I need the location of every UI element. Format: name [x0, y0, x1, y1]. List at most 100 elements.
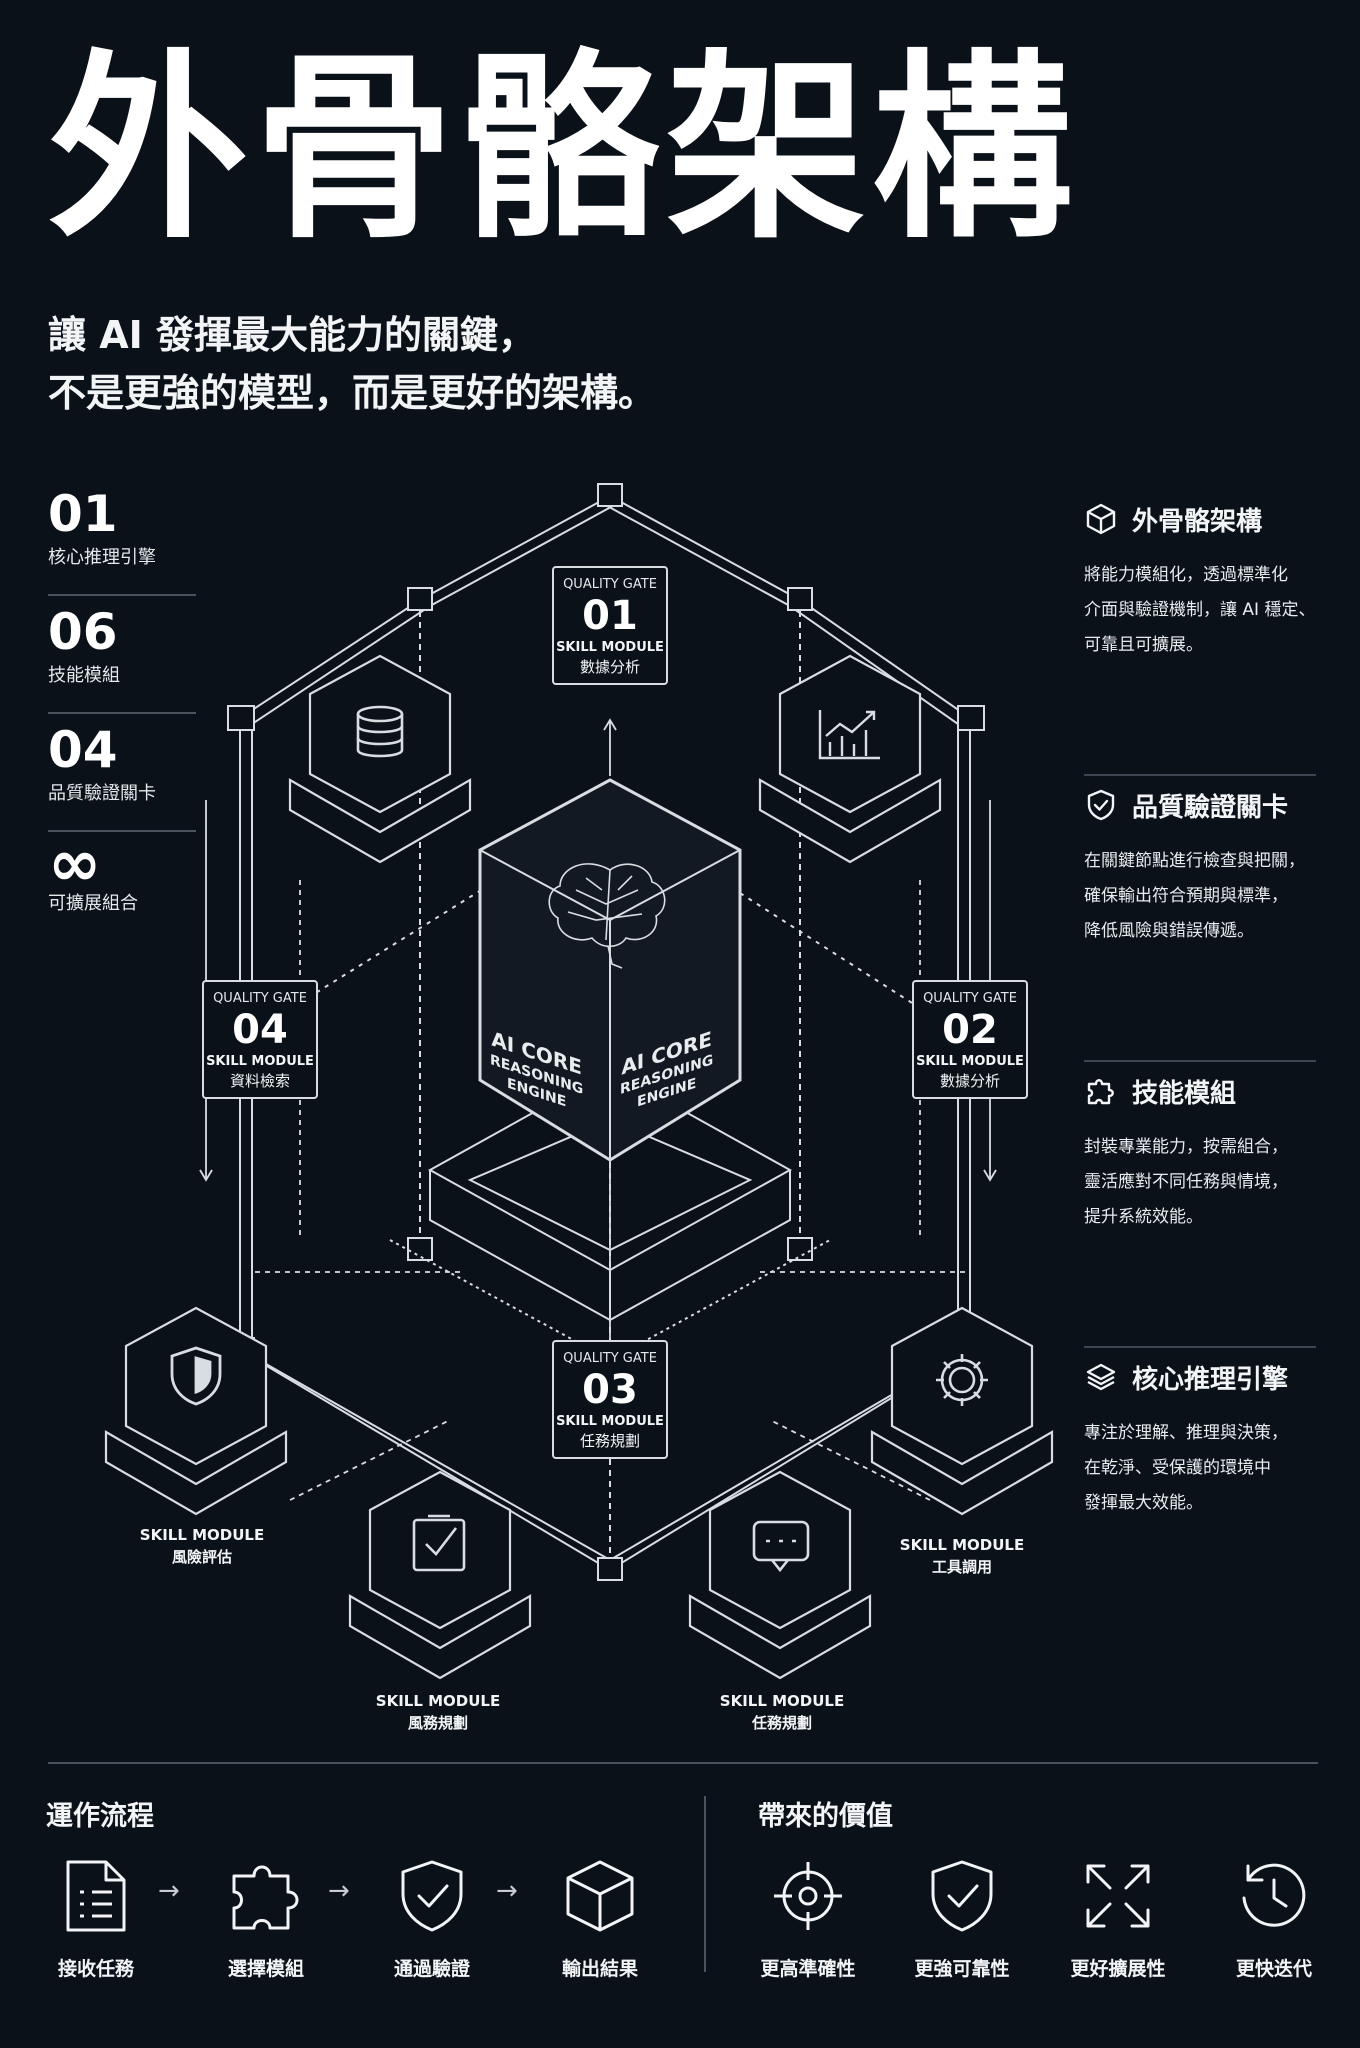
- gate-name: 數據分析: [579, 658, 640, 676]
- module-name: 工具調用: [931, 1558, 992, 1576]
- features-panel: 外骨骼架構 將能力模組化，透過標準化 介面與驗證機制，讓 AI 穩定、 可靠且可…: [1084, 490, 1316, 1634]
- workflow-arrow: →: [496, 1876, 518, 1906]
- workflow-arrow: →: [328, 1876, 350, 1906]
- value-label: 更高準確性: [760, 1958, 856, 1980]
- brain-icon: [548, 863, 666, 969]
- puzzle-icon: [1084, 1074, 1118, 1108]
- feature-description: 封裝專業能力，按需組合， 靈活應對不同任務與情境， 提升系統效能。: [1084, 1130, 1316, 1235]
- values-title: 帶來的價值: [758, 1801, 893, 1832]
- module-type: SKILL MODULE: [719, 1692, 845, 1710]
- feature-desc-line: 介面與驗證機制，讓 AI 穩定、: [1084, 600, 1316, 620]
- module-label-planning: SKILL MODULE 風務規劃: [368, 1690, 508, 1734]
- module-name: 風務規劃: [407, 1714, 468, 1732]
- cube-icon: [530, 1858, 670, 1934]
- shield-check-icon: [1084, 788, 1118, 822]
- workflow-step-output: 輸出結果: [530, 1858, 670, 1981]
- layers-icon: [1084, 1360, 1118, 1394]
- feature-desc-line: 確保輸出符合預期與標準，: [1084, 886, 1288, 906]
- workflow-step-label: 接收任務: [57, 1958, 134, 1980]
- value-label: 更好擴展性: [1070, 1958, 1166, 1980]
- checklist-icon: [412, 1514, 466, 1572]
- gate-number: 01: [582, 593, 638, 639]
- gate-title: QUALITY GATE: [213, 991, 307, 1006]
- value-iteration: 更快迭代: [1204, 1858, 1344, 1981]
- quality-gate-04: QUALITY GATE 04 SKILL MODULE 資料檢索: [202, 980, 318, 1099]
- stat-value: ∞: [48, 827, 102, 901]
- workflow-step-verify: 通過驗證: [362, 1858, 502, 1981]
- database-icon: [356, 705, 404, 758]
- value-reliability: 更強可靠性: [892, 1858, 1032, 1981]
- quality-gate-03: QUALITY GATE 03 SKILL MODULE 任務規劃: [552, 1340, 668, 1459]
- feature-description: 在關鍵節點進行檢查與把關， 確保輸出符合預期與標準， 降低風險與錯誤傳遞。: [1084, 844, 1316, 949]
- document-icon: [26, 1858, 166, 1934]
- target-icon: [738, 1858, 878, 1934]
- value-scalability: 更好擴展性: [1048, 1858, 1188, 1981]
- architecture-diagram: AI CORE REASONING ENGINE AI CORE REASONI…: [90, 480, 1080, 1750]
- value-label: 更強可靠性: [914, 1958, 1010, 1980]
- module-label-tools: SKILL MODULE 工具調用: [892, 1534, 1032, 1578]
- cube-icon: [1084, 502, 1118, 536]
- stat-quality-gates: 04 品質驗證關卡: [48, 714, 196, 832]
- stat-label: 核心推理引擎: [48, 547, 156, 568]
- workflow-title: 運作流程: [46, 1801, 154, 1832]
- module-type: SKILL MODULE: [139, 1526, 265, 1544]
- stat-value: 06: [48, 603, 118, 661]
- feature-desc-line: 在關鍵節點進行檢查與把關，: [1084, 851, 1305, 871]
- gate-module: SKILL MODULE: [916, 1054, 1024, 1069]
- module-label-risk: SKILL MODULE 風險評估: [132, 1524, 272, 1568]
- feature-title: 外骨骼架構: [1132, 506, 1263, 537]
- stat-value: 01: [48, 485, 118, 543]
- core-crystal: [478, 778, 742, 1162]
- workflow-step-select: 選擇模組: [196, 1858, 336, 1981]
- gate-title: QUALITY GATE: [563, 577, 657, 592]
- feature-skill-modules: 技能模組 封裝專業能力，按需組合， 靈活應對不同任務與情境， 提升系統效能。: [1084, 1062, 1316, 1348]
- gear-icon: [936, 1354, 988, 1406]
- feature-core-engine: 核心推理引擎 專注於理解、推理與決策， 在乾淨、受保護的環境中 發揮最大效能。: [1084, 1348, 1316, 1634]
- feature-desc-line: 降低風險與錯誤傳遞。: [1084, 921, 1254, 941]
- shield-check-icon: [892, 1858, 1032, 1934]
- gate-name: 任務規劃: [579, 1432, 640, 1450]
- gate-module: SKILL MODULE: [556, 640, 664, 655]
- gate-number: 03: [582, 1367, 638, 1413]
- gate-number: 04: [232, 1007, 288, 1053]
- feature-description: 將能力模組化，透過標準化 介面與驗證機制，讓 AI 穩定、 可靠且可擴展。: [1084, 558, 1316, 663]
- feature-desc-line: 將能力模組化，透過標準化: [1084, 565, 1288, 585]
- stat-label: 技能模組: [48, 665, 120, 686]
- value-accuracy: 更高準確性: [738, 1858, 878, 1981]
- gate-number: 02: [942, 1007, 998, 1053]
- workflow-step-label: 選擇模組: [227, 1958, 304, 1980]
- subtitle: 讓 AI 發揮最大能力的關鍵， 不是更強的模型，而是更好的架構。: [48, 306, 656, 422]
- gate-title: QUALITY GATE: [563, 1351, 657, 1366]
- feature-quality-gate: 品質驗證關卡 在關鍵節點進行檢查與把關， 確保輸出符合預期與標準， 降低風險與錯…: [1084, 776, 1316, 1062]
- column-divider: [704, 1796, 706, 1972]
- stat-value: 04: [48, 721, 118, 779]
- module-name: 任務規劃: [751, 1714, 812, 1732]
- stat-label: 可擴展組合: [48, 893, 138, 914]
- subtitle-line-2: 不是更強的模型，而是更好的架構。: [48, 371, 657, 415]
- workflow-step-receive: 接收任務: [26, 1858, 166, 1981]
- gate-name: 數據分析: [939, 1072, 1000, 1090]
- section-divider: [48, 1762, 1318, 1764]
- module-type: SKILL MODULE: [899, 1536, 1025, 1554]
- feature-exoskeleton: 外骨骼架構 將能力模組化，透過標準化 介面與驗證機制，讓 AI 穩定、 可靠且可…: [1084, 490, 1316, 776]
- stats-panel: 01 核心推理引擎 06 技能模組 04 品質驗證關卡 ∞ 可擴展組合: [48, 478, 196, 950]
- feature-title: 品質驗證關卡: [1132, 792, 1289, 823]
- quality-gate-01: QUALITY GATE 01 SKILL MODULE 數據分析: [552, 566, 668, 685]
- feature-desc-line: 發揮最大效能。: [1084, 1493, 1203, 1513]
- workflow-step-label: 輸出結果: [561, 1958, 638, 1980]
- module-type: SKILL MODULE: [375, 1692, 501, 1710]
- expand-icon: [1048, 1858, 1188, 1934]
- stat-skill-modules: 06 技能模組: [48, 596, 196, 714]
- gate-module: SKILL MODULE: [556, 1414, 664, 1429]
- feature-desc-line: 專注於理解、推理與決策，: [1084, 1423, 1288, 1443]
- feature-desc-line: 靈活應對不同任務與情境，: [1084, 1172, 1288, 1192]
- feature-desc-line: 在乾淨、受保護的環境中: [1084, 1458, 1271, 1478]
- shield-icon: [170, 1346, 222, 1406]
- page-title: 外骨骼架構: [48, 33, 1079, 266]
- chat-icon: [752, 1520, 810, 1573]
- chart-icon: [818, 710, 880, 760]
- gate-module: SKILL MODULE: [206, 1054, 314, 1069]
- module-label-task: SKILL MODULE 任務規劃: [712, 1690, 852, 1734]
- feature-description: 專注於理解、推理與決策， 在乾淨、受保護的環境中 發揮最大效能。: [1084, 1416, 1316, 1521]
- module-name: 風險評估: [171, 1548, 232, 1566]
